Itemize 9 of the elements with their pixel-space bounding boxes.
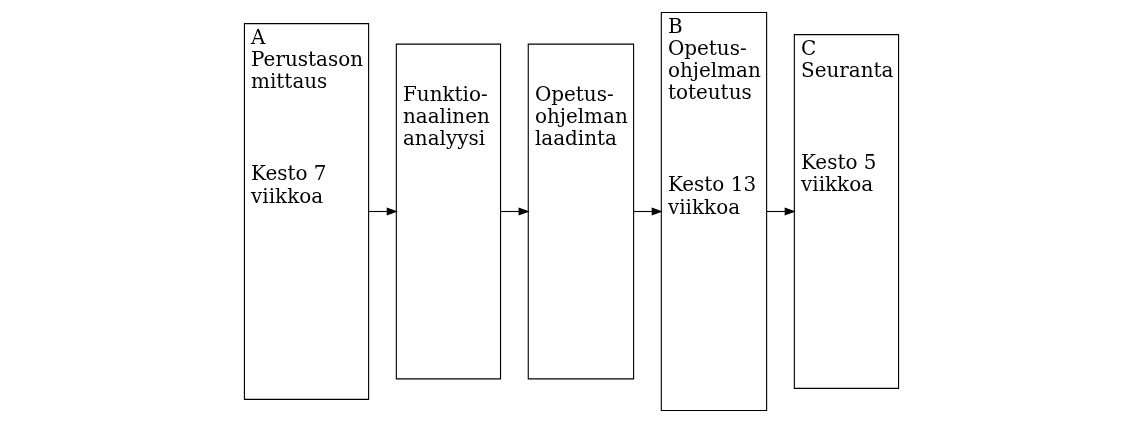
arrow — [632, 207, 663, 216]
arrow — [367, 207, 398, 216]
node-box: Funktio- naalinen analyysi — [395, 43, 501, 380]
arrow — [765, 207, 796, 216]
node-box: C Seuranta Kesto 5 viikkoa — [793, 34, 899, 389]
node-box: Opetus- ohjelman laadinta — [527, 43, 634, 380]
arrow — [499, 207, 530, 216]
node-box: A Perustason mittaus Kesto 7 viikkoa — [243, 23, 369, 400]
node-box: B Opetus- ohjelman toteutus Kesto 13 viikkoa — [660, 11, 767, 412]
